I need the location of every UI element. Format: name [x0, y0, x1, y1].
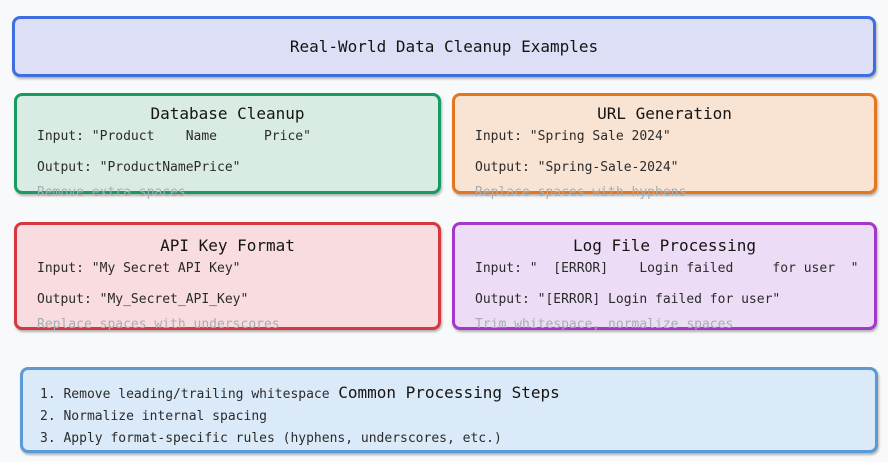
card-note: Remove extra spaces	[37, 185, 186, 200]
card-output-line: Output: "Spring-Sale-2024"	[475, 160, 679, 175]
steps-item-2: 2. Normalize internal spacing	[40, 409, 267, 424]
card-input-line: Input: "My Secret API Key"	[37, 261, 241, 276]
card-note: Replace spaces with underscores	[37, 317, 280, 332]
card-input-line: Input: "Product Name Price"	[37, 129, 311, 144]
card-input-line: Input: "Spring Sale 2024"	[475, 129, 671, 144]
card-url-generation: URL Generation Input: "Spring Sale 2024"…	[452, 93, 877, 200]
card-input-line: Input: " [ERROR] Login failed for user "	[475, 261, 859, 276]
card-output-line: Output: "My_Secret_API_Key"	[37, 292, 249, 307]
card-output-line: Output: "ProductNamePrice"	[37, 160, 241, 175]
card-database-cleanup: Database Cleanup Input: "Product Name Pr…	[14, 93, 441, 200]
diagram-title: Real-World Data Cleanup Examples	[289, 37, 599, 56]
card-note: Replace spaces with hyphens	[475, 185, 687, 200]
card-title: Log File Processing	[572, 236, 757, 255]
steps-item-1: 1. Remove leading/trailing whitespace	[40, 387, 330, 402]
card-note: Trim whitespace, normalize spaces	[475, 317, 734, 332]
card-title: Database Cleanup	[150, 104, 305, 123]
common-processing-steps-box: Common Processing Steps 1. Remove leadin…	[20, 367, 878, 453]
card-api-key-format: API Key Format Input: "My Secret API Key…	[14, 222, 441, 332]
card-log-file-processing: Log File Processing Input: " [ERROR] Log…	[452, 222, 877, 332]
diagram-title-box: Real-World Data Cleanup Examples	[12, 16, 876, 77]
card-title: URL Generation	[597, 104, 732, 123]
steps-item-3: 3. Apply format-specific rules (hyphens,…	[40, 431, 502, 446]
card-title: API Key Format	[160, 236, 295, 255]
card-output-line: Output: "[ERROR] Login failed for user"	[475, 292, 781, 307]
steps-title: Common Processing Steps	[338, 383, 560, 402]
steps-list: 1. Remove leading/trailing whitespace 2.…	[40, 384, 502, 450]
